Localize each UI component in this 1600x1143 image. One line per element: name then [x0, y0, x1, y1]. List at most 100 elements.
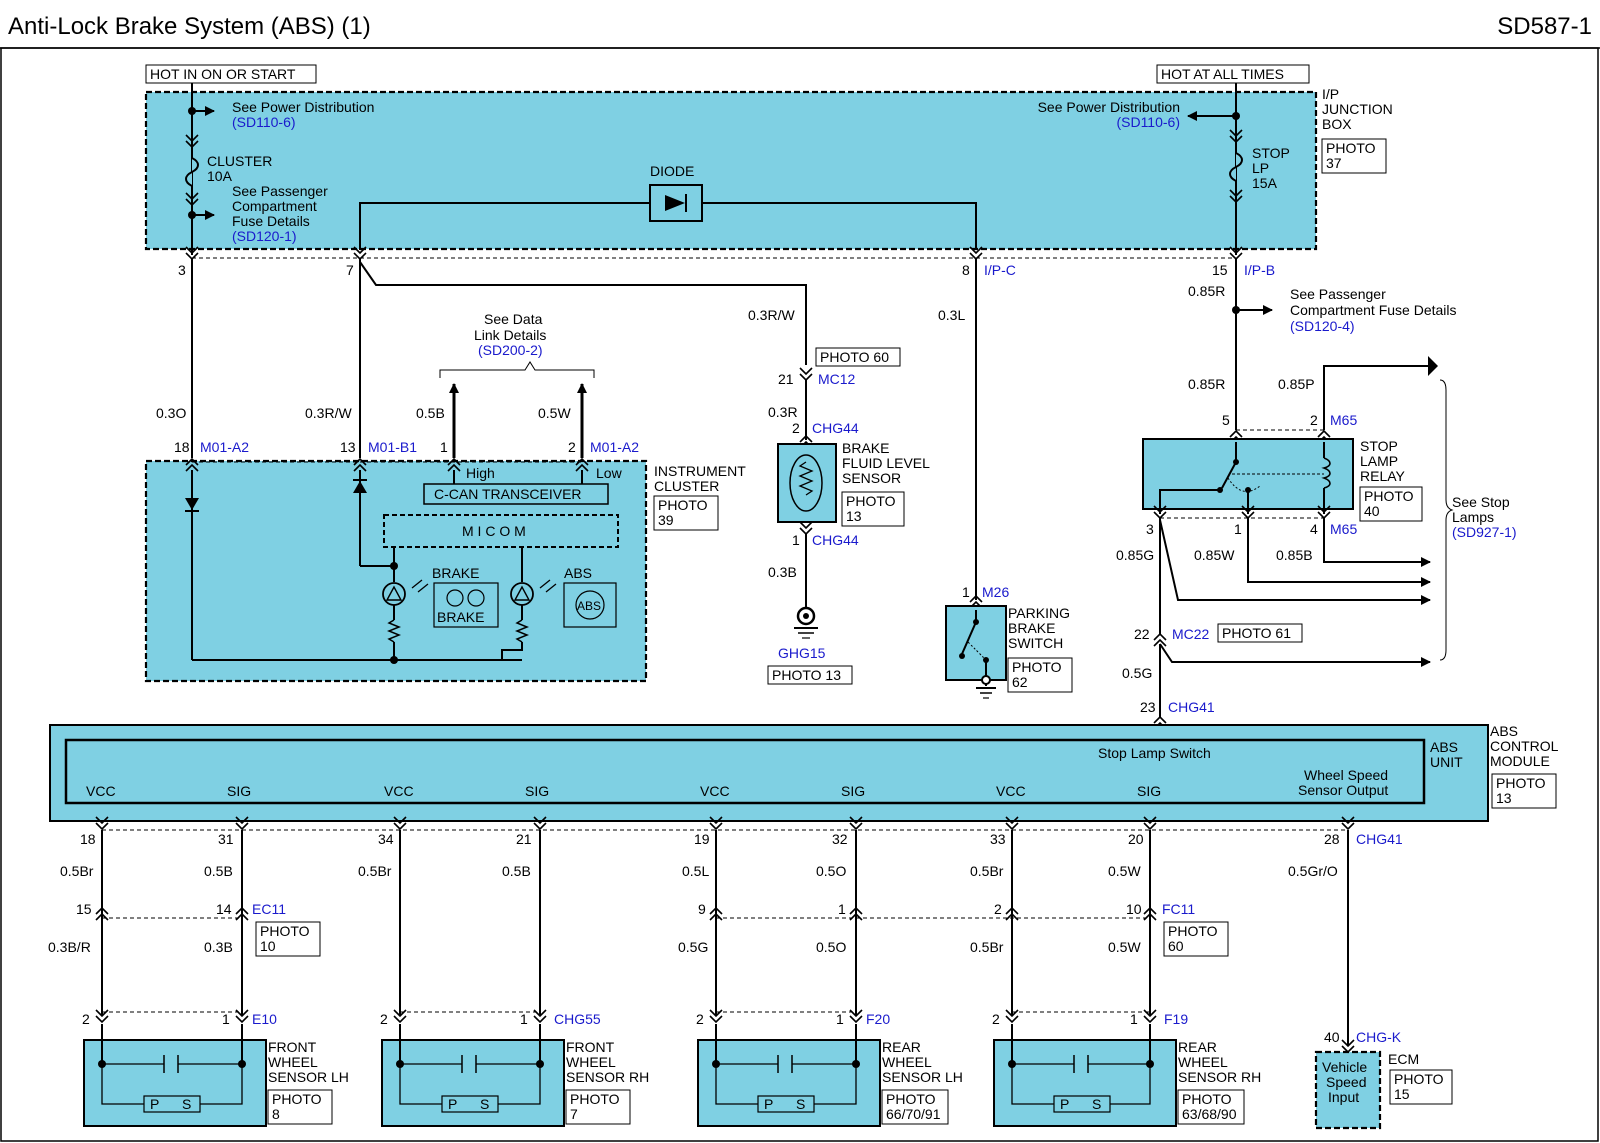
- svg-text:34: 34: [378, 831, 394, 847]
- svg-text:37: 37: [1326, 155, 1342, 171]
- svg-text:2: 2: [992, 1011, 1000, 1027]
- svg-text:0.3O: 0.3O: [156, 405, 186, 421]
- svg-text:CHG41: CHG41: [1356, 831, 1403, 847]
- svg-text:0.85P: 0.85P: [1278, 376, 1315, 392]
- svg-text:0.5W: 0.5W: [1108, 863, 1141, 879]
- svg-text:WHEEL: WHEEL: [566, 1054, 616, 1070]
- svg-text:8: 8: [962, 262, 970, 278]
- svg-text:15: 15: [1394, 1086, 1410, 1102]
- svg-text:0.5W: 0.5W: [538, 405, 571, 421]
- abs-control-module: Stop Lamp Switch Wheel Speed Sensor Outp…: [49, 723, 1559, 822]
- svg-text:CHG-K: CHG-K: [1356, 1029, 1402, 1045]
- svg-text:0.5W: 0.5W: [1108, 939, 1141, 955]
- svg-text:1: 1: [838, 901, 846, 917]
- instrument-cluster-circuit: 0.3O 0.3R/W 0.3R/W See Data Link Details…: [144, 258, 807, 683]
- svg-text:Wheel Speed: Wheel Speed: [1304, 767, 1388, 783]
- svg-text:SIG: SIG: [525, 783, 549, 799]
- svg-text:60: 60: [1168, 938, 1184, 954]
- svg-text:FRONT: FRONT: [268, 1039, 317, 1055]
- svg-text:0.85R: 0.85R: [1188, 376, 1225, 392]
- svg-text:62: 62: [1012, 674, 1028, 690]
- svg-text:SENSOR LH: SENSOR LH: [268, 1069, 349, 1085]
- svg-text:2: 2: [994, 901, 1002, 917]
- svg-text:(SD200-2): (SD200-2): [478, 342, 543, 358]
- svg-text:PHOTO: PHOTO: [1496, 775, 1546, 791]
- svg-text:SENSOR RH: SENSOR RH: [1178, 1069, 1261, 1085]
- svg-text:BRAKE: BRAKE: [842, 440, 889, 456]
- svg-text:CHG44: CHG44: [812, 420, 859, 436]
- brake-fluid-level-sensor: PHOTO 60 21 MC12 0.3R 2 CHG44 1 CHG44 0.…: [767, 347, 930, 685]
- svg-text:LAMP: LAMP: [1360, 453, 1398, 469]
- svg-text:31: 31: [218, 831, 234, 847]
- svg-text:10: 10: [1126, 901, 1142, 917]
- svg-text:SWITCH: SWITCH: [1008, 635, 1063, 651]
- svg-text:28: 28: [1324, 831, 1340, 847]
- header: Anti-Lock Brake System (ABS) (1) SD587-1: [0, 13, 1600, 49]
- svg-text:See Passenger: See Passenger: [232, 183, 328, 199]
- svg-text:M01-A2: M01-A2: [590, 439, 639, 455]
- svg-text:Speed: Speed: [1326, 1074, 1366, 1090]
- svg-text:2: 2: [82, 1011, 90, 1027]
- svg-text:PHOTO: PHOTO: [1326, 140, 1376, 156]
- svg-text:P: P: [1060, 1096, 1069, 1112]
- svg-text:Link Details: Link Details: [474, 327, 546, 343]
- svg-text:FC11: FC11: [1162, 901, 1195, 917]
- wheel-sensor-circuits: 18 31 34 21 19 32 33 20 28 CHG41 0.5Br 0…: [48, 816, 1403, 1053]
- abs-lamp-label: ABS: [564, 565, 592, 581]
- svg-text:(SD927-1): (SD927-1): [1452, 524, 1517, 540]
- svg-text:2: 2: [568, 439, 576, 455]
- svg-text:I/P: I/P: [1322, 86, 1339, 102]
- svg-text:0.5L: 0.5L: [682, 863, 709, 879]
- svg-text:WHEEL: WHEEL: [882, 1054, 932, 1070]
- svg-text:15: 15: [76, 901, 92, 917]
- svg-text:PARKING: PARKING: [1008, 605, 1070, 621]
- svg-text:LP: LP: [1252, 160, 1269, 176]
- svg-text:UNIT: UNIT: [1430, 754, 1463, 770]
- svg-text:PHOTO 13: PHOTO 13: [772, 667, 841, 683]
- svg-text:0.85B: 0.85B: [1276, 547, 1313, 563]
- svg-text:1: 1: [222, 1011, 230, 1027]
- svg-text:13: 13: [340, 439, 356, 455]
- svg-text:PHOTO 60: PHOTO 60: [820, 349, 889, 365]
- svg-text:10A: 10A: [207, 168, 233, 184]
- ecm-vehicle-speed-input: Vehicle Speed Input ECM PHOTO 15: [1314, 1050, 1453, 1130]
- svg-text:CHG44: CHG44: [812, 532, 859, 548]
- front-wheel-sensor-rh: P S FRONT WHEEL SENSOR RH PHOTO 7: [381, 1024, 649, 1127]
- svg-text:4: 4: [1310, 521, 1318, 537]
- svg-text:22: 22: [1134, 626, 1150, 642]
- svg-text:ABS: ABS: [577, 599, 601, 613]
- svg-text:BRAKE: BRAKE: [437, 609, 484, 625]
- svg-text:Fuse Details: Fuse Details: [232, 213, 310, 229]
- svg-text:P: P: [150, 1096, 159, 1112]
- svg-text:2: 2: [696, 1011, 704, 1027]
- svg-text:Compartment Fuse Details: Compartment Fuse Details: [1290, 302, 1457, 318]
- svg-text:0.5Br: 0.5Br: [970, 863, 1004, 879]
- svg-text:40: 40: [1364, 503, 1380, 519]
- svg-text:5: 5: [1222, 412, 1230, 428]
- svg-text:40: 40: [1324, 1029, 1340, 1045]
- svg-text:PHOTO: PHOTO: [658, 497, 708, 513]
- svg-text:0.3R/W: 0.3R/W: [305, 405, 352, 421]
- svg-text:2: 2: [1310, 412, 1318, 428]
- svg-text:0.5Br: 0.5Br: [60, 863, 94, 879]
- svg-text:0.3R: 0.3R: [768, 404, 798, 420]
- svg-text:High: High: [466, 465, 495, 481]
- svg-text:WHEEL: WHEEL: [1178, 1054, 1228, 1070]
- svg-text:S: S: [796, 1096, 805, 1112]
- svg-text:3: 3: [1146, 521, 1154, 537]
- svg-text:VCC: VCC: [86, 783, 116, 799]
- svg-text:SIG: SIG: [841, 783, 865, 799]
- svg-text:PHOTO: PHOTO: [260, 923, 310, 939]
- svg-text:(SD110-6): (SD110-6): [1116, 114, 1180, 130]
- svg-text:15A: 15A: [1252, 175, 1278, 191]
- svg-text:M65: M65: [1330, 521, 1357, 537]
- svg-text:0.5B: 0.5B: [502, 863, 531, 879]
- svg-text:0.3B/R: 0.3B/R: [48, 939, 91, 955]
- svg-text:(SD110-6): (SD110-6): [232, 114, 296, 130]
- svg-text:32: 32: [832, 831, 848, 847]
- svg-text:EC11: EC11: [252, 901, 286, 917]
- svg-text:RELAY: RELAY: [1360, 468, 1406, 484]
- svg-text:0.5O: 0.5O: [816, 939, 846, 955]
- svg-text:20: 20: [1128, 831, 1144, 847]
- svg-text:0.5O: 0.5O: [816, 863, 846, 879]
